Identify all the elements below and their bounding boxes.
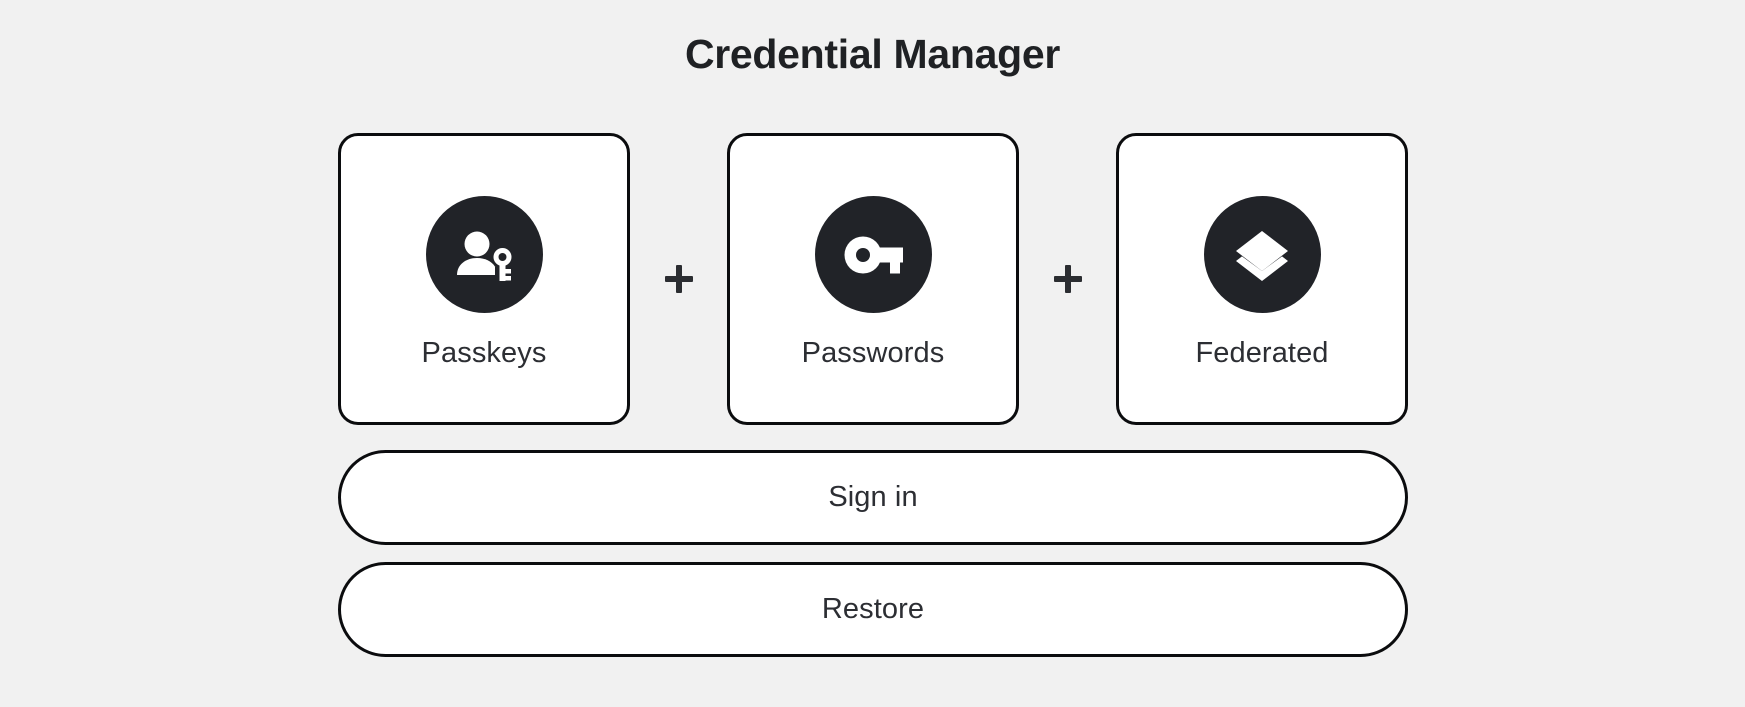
sign-in-button[interactable]: Sign in	[338, 450, 1408, 545]
credential-card-label: Federated	[1195, 337, 1329, 369]
credential-card-federated[interactable]: Federated	[1116, 133, 1408, 425]
restore-button[interactable]: Restore	[338, 562, 1408, 657]
plus-icon	[1046, 257, 1090, 301]
layers-icon	[1203, 196, 1321, 313]
plus-icon	[657, 257, 701, 301]
credential-types-row: Passkeys Passwords	[338, 133, 1408, 425]
page-title: Credential Manager	[684, 31, 1061, 77]
person-key-icon	[425, 196, 543, 313]
credential-card-passkeys[interactable]: Passkeys	[338, 133, 630, 425]
credential-card-label: Passwords	[801, 337, 945, 369]
credential-card-passwords[interactable]: Passwords	[727, 133, 1019, 425]
key-icon	[814, 196, 932, 313]
credential-card-label: Passkeys	[421, 337, 547, 369]
